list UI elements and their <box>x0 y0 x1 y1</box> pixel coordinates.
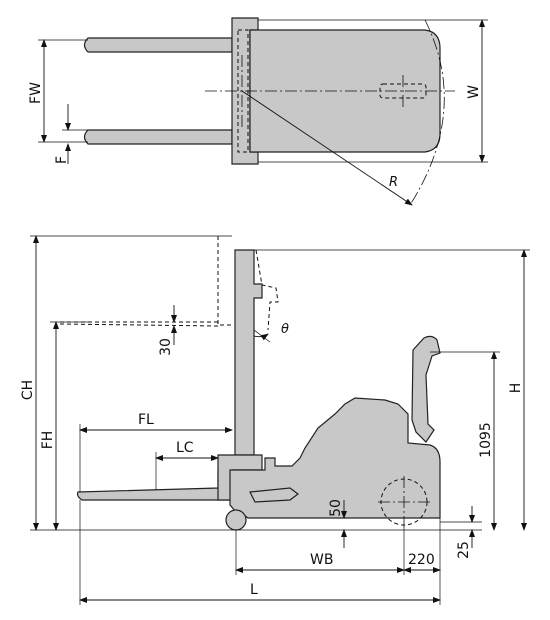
label-w: W <box>466 85 482 99</box>
front-wheel <box>225 509 247 531</box>
label-220: 220 <box>408 552 435 568</box>
turning-radius-line <box>241 90 413 206</box>
label-30: 30 <box>158 338 174 356</box>
label-h: H <box>508 383 524 394</box>
label-fw: FW <box>28 82 44 104</box>
top-view-mast-hidden <box>237 29 249 153</box>
turning-radius-arc <box>409 19 445 206</box>
tiller-handle <box>411 335 441 443</box>
fork <box>76 469 233 501</box>
top-view: R FW F W <box>28 17 488 206</box>
theta-arc <box>253 333 269 341</box>
label-r: R <box>389 175 398 190</box>
label-l: L <box>250 582 258 598</box>
label-50: 50 <box>328 499 344 517</box>
label-theta: θ <box>281 322 289 337</box>
label-wb: WB <box>310 552 333 568</box>
raised-fork-hidden-2 <box>59 323 219 327</box>
truck-body <box>229 397 441 519</box>
label-25: 25 <box>456 541 472 559</box>
raised-mast-hidden <box>217 236 232 326</box>
label-fl: FL <box>138 412 154 428</box>
label-1095: 1095 <box>478 422 494 458</box>
side-view: CH FH 30 θ FL LC 50 WB 220 <box>20 235 530 605</box>
label-fh: FH <box>40 431 56 450</box>
label-f: F <box>54 156 70 164</box>
mast <box>234 249 263 456</box>
top-view-fork-upper <box>83 37 233 53</box>
top-view-fork-lower <box>83 129 233 145</box>
label-ch: CH <box>20 380 36 400</box>
label-lc: LC <box>176 440 194 456</box>
tilted-mast-hidden <box>255 249 279 331</box>
battery-cutout <box>249 487 299 503</box>
